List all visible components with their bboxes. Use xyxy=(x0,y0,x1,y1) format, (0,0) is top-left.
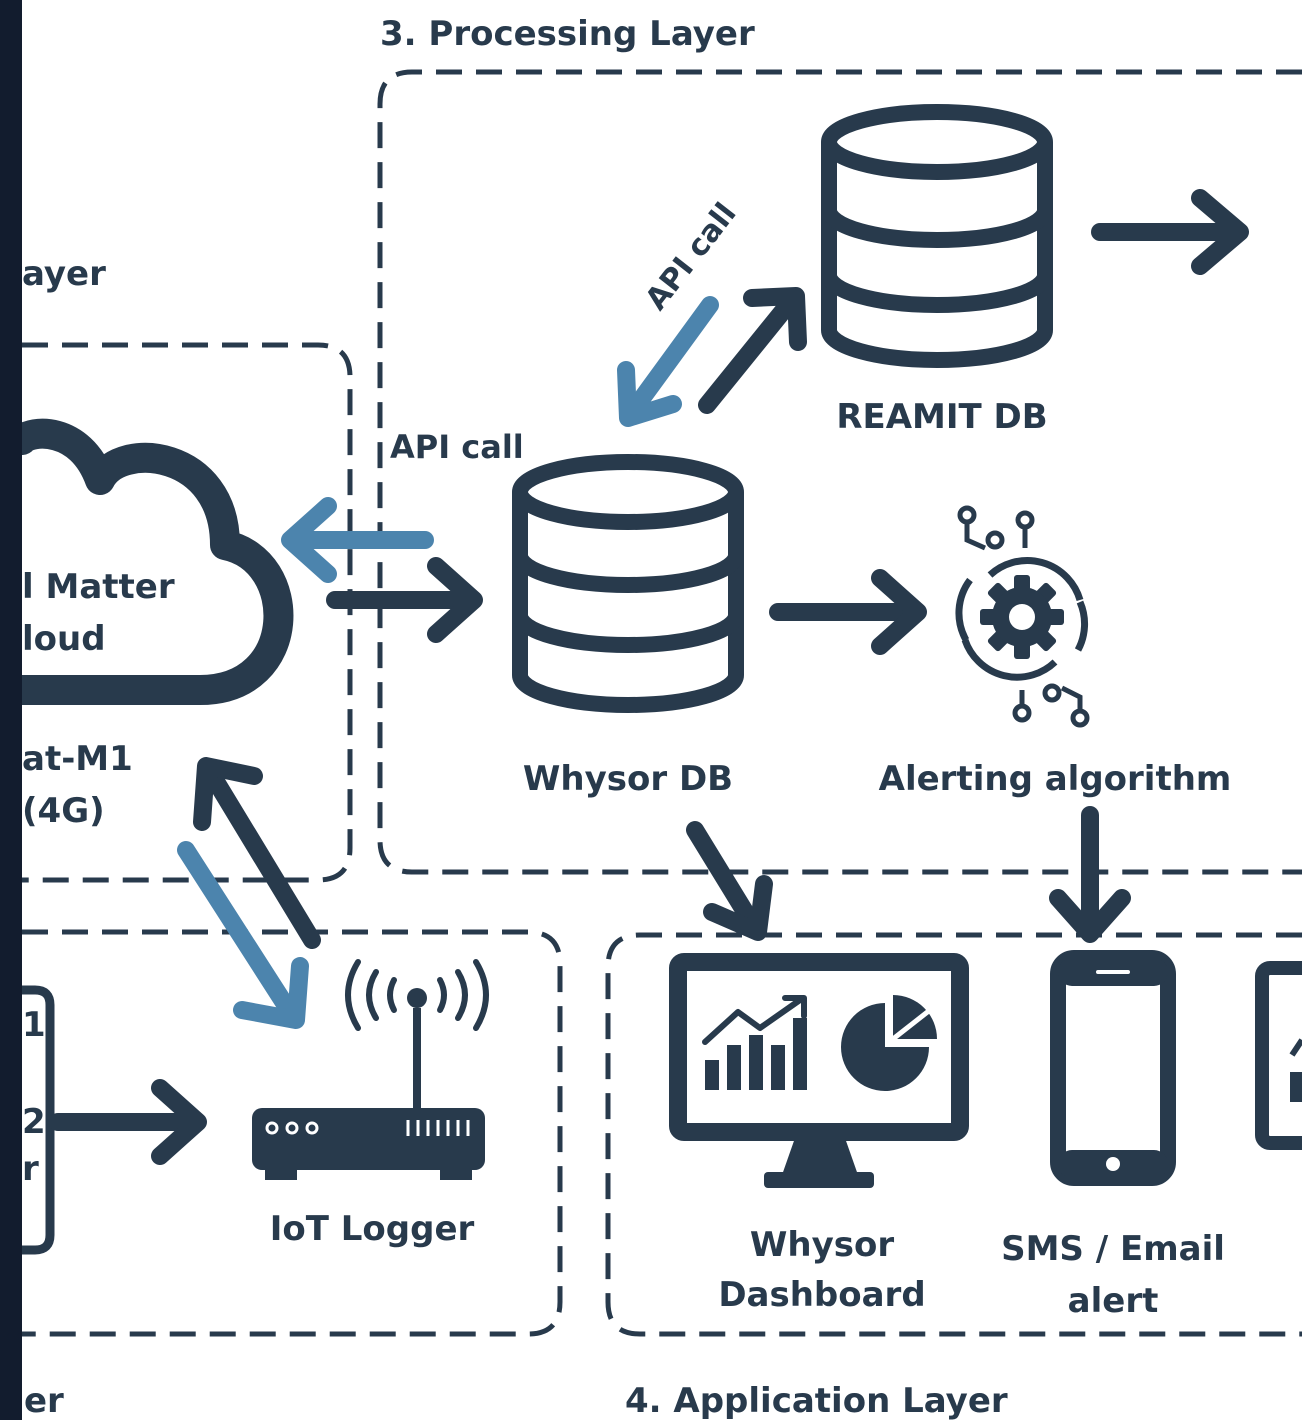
api-call-arrow-to-cloud xyxy=(281,497,434,583)
iot-logger-router-icon xyxy=(252,959,489,1180)
arrow-cloud-to-whysor-db xyxy=(326,557,483,643)
partial-device-icon xyxy=(1255,961,1302,1150)
sms-email-label-line1: SMS / Email xyxy=(1001,1229,1225,1269)
arrow-cloud-to-logger xyxy=(177,841,309,1029)
iot-logger-label: IoT Logger xyxy=(270,1209,475,1249)
arrow-sensor-to-logger xyxy=(49,1079,207,1165)
dashboard-monitor-icon xyxy=(669,953,969,1188)
api-call-label-top: API call xyxy=(639,197,744,317)
whysor-db-icon xyxy=(512,454,744,713)
cloud-icon xyxy=(22,418,294,705)
reamit-db-label: REAMIT DB xyxy=(836,397,1047,437)
application-layer-box xyxy=(605,932,1302,1337)
cloud-connection-line2: (4G) xyxy=(22,791,105,831)
processing-layer-box xyxy=(377,69,1302,875)
cloud-label-line1: l Matter xyxy=(22,567,175,607)
sensor-label-fragment-3: r xyxy=(22,1149,39,1189)
dashboard-label-line1: Whysor xyxy=(750,1225,894,1265)
dashboard-label-line2: Dashboard xyxy=(718,1275,925,1315)
api-call-label-left: API call xyxy=(390,428,524,466)
phone-icon xyxy=(1050,950,1176,1186)
arrow-reamit-db-out xyxy=(1091,189,1249,275)
arrow-whysor-to-reamit-db xyxy=(698,287,807,414)
alerting-gear-icon xyxy=(955,505,1090,728)
arrow-alerting-to-sms xyxy=(1049,806,1131,943)
arrow-logger-to-cloud xyxy=(193,757,321,949)
device-layer-title: er xyxy=(24,1381,64,1420)
sensor-label-fragment-1: 1 xyxy=(22,1005,46,1045)
network-layer-title: ayer xyxy=(22,254,106,294)
arrow-whysor-db-to-dashboard xyxy=(686,821,773,941)
sms-email-label-line2: alert xyxy=(1068,1281,1159,1321)
whysor-db-label: Whysor DB xyxy=(523,759,733,799)
processing-layer-title: 3. Processing Layer xyxy=(380,14,755,54)
alerting-algorithm-label: Alerting algorithm xyxy=(879,759,1232,799)
left-edge-strip xyxy=(0,0,22,1420)
network-layer-box xyxy=(22,342,353,883)
sensor-label-fragment-2: 2 xyxy=(22,1102,46,1142)
reamit-db-icon xyxy=(821,104,1053,368)
cloud-connection-line1: at-M1 xyxy=(22,739,133,779)
arrow-whysor-to-alerting xyxy=(769,569,927,655)
application-layer-title: 4. Application Layer xyxy=(625,1381,1008,1420)
api-call-arrow-to-whysor-db xyxy=(617,296,719,427)
cloud-label-line2: loud xyxy=(22,619,106,659)
device-layer-box xyxy=(22,929,563,1337)
